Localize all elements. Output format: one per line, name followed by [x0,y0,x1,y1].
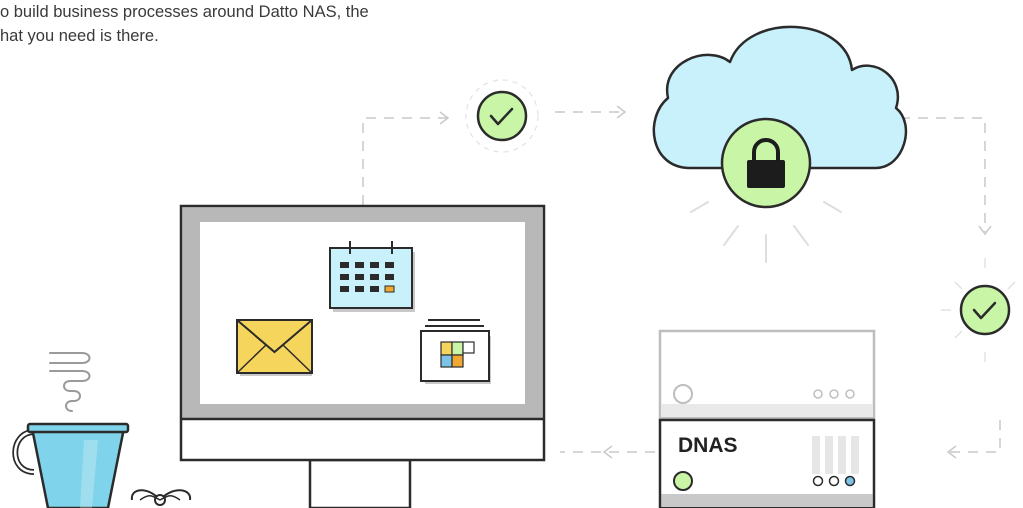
lock-icon [747,138,785,188]
arrow-head-3 [978,225,992,236]
server-icon [658,329,876,420]
monitor-stand [308,458,412,508]
cloud-storage [652,25,908,263]
computer-monitor [179,204,546,508]
arrow-head-1 [439,111,450,125]
status-leds [812,475,856,487]
coffee-cup-icon [30,426,126,508]
arrow-head-5 [602,445,613,459]
cloud-icon [652,25,908,170]
coffee-cup [12,352,130,508]
envelope-icon [236,319,313,376]
power-indicator [673,471,693,491]
calendar-icon [329,241,415,312]
intro-line-2: hat you need is there. [0,27,159,45]
intro-line-1: o build business processes around Datto … [0,3,369,21]
arrow-head-4 [946,445,957,459]
check-badge-restore [941,258,1016,362]
dnas-label: DNAS [678,434,738,457]
steam-icon [49,352,91,412]
checkmark-icon [972,301,997,320]
dnas-server: DNAS [658,329,876,508]
checkmark-icon [489,107,514,126]
intro-text: o build business processes around Datto … [0,0,520,48]
cookie-bow [130,489,192,506]
check-badge-upload [465,79,539,153]
files-icon [420,319,491,384]
arrow-head-2 [616,105,627,119]
connector-monitor-to-cloud [362,111,625,205]
